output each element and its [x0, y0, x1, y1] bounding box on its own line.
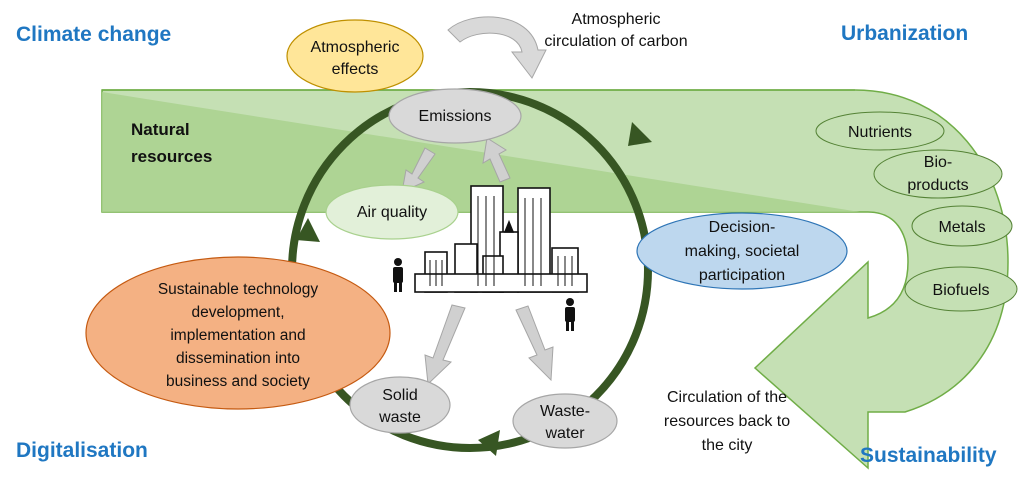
digitalisation-heading: Digitalisation — [16, 439, 148, 462]
nutrients-label: Nutrients — [848, 124, 912, 141]
carbon-circulation-arrow — [447, 16, 547, 79]
circulation-back-label-3: the city — [702, 437, 753, 454]
natural-resources-label-2: resources — [131, 147, 212, 166]
decision-making-label-1: Decision- — [709, 219, 776, 236]
bioproducts-label-2: products — [907, 177, 968, 194]
waste-water-label-1: Waste- — [540, 403, 590, 420]
decision-making-node — [636, 212, 848, 290]
emissions-node — [388, 88, 522, 144]
solid-waste-node — [349, 376, 451, 434]
atmospheric-effects-label-1: Atmospheric — [311, 39, 400, 56]
cycle-arrow-left — [296, 218, 320, 242]
arrow-down-to-solid-waste — [424, 304, 466, 386]
sustainable-tech-label-2: development, — [191, 304, 284, 321]
person-left-icon — [393, 258, 403, 292]
cycle-arrow-bottom — [478, 430, 500, 456]
carbon-circulation-label-2: circulation of carbon — [544, 33, 687, 50]
air-quality-node — [325, 184, 459, 240]
atmospheric-effects-node — [286, 19, 424, 93]
atmospheric-effects-label-2: effects — [332, 61, 379, 78]
circulation-back-label-2: resources back to — [664, 413, 790, 430]
nutrients-node — [815, 111, 945, 151]
sustainability-heading: Sustainability — [860, 444, 997, 467]
decision-making-label-3: participation — [699, 267, 785, 284]
bioproducts-label-1: Bio- — [924, 154, 952, 171]
sustainable-tech-label-4: dissemination into — [176, 350, 300, 367]
emissions-label: Emissions — [419, 108, 492, 125]
arrow-down-to-wastewater — [515, 305, 554, 382]
climate-change-heading: Climate change — [16, 23, 171, 46]
waste-water-node — [512, 393, 618, 449]
sustainable-tech-label-5: business and society — [166, 373, 310, 390]
solid-waste-label-2: waste — [378, 409, 421, 426]
biofuels-node — [904, 266, 1018, 312]
circulation-back-label-1: Circulation of the — [667, 389, 787, 406]
natural-resources-wedge — [102, 90, 860, 212]
air-quality-label: Air quality — [357, 204, 427, 221]
sustainable-tech-label-1: Sustainable technology — [158, 281, 319, 298]
carbon-circulation-label-1: Atmospheric — [572, 11, 661, 28]
person-right-icon — [565, 298, 575, 331]
cycle-arrow-top-right — [628, 122, 652, 146]
solid-waste-label-1: Solid — [382, 387, 418, 404]
metals-node — [911, 205, 1013, 247]
metals-label: Metals — [938, 219, 985, 236]
arrow-up-to-emissions — [482, 137, 511, 183]
sustainable-tech-label-3: implementation and — [170, 327, 305, 344]
urbanization-heading: Urbanization — [841, 22, 968, 45]
natural-resources-label-1: Natural — [131, 120, 190, 139]
biofuels-label: Biofuels — [933, 282, 990, 299]
sustainable-tech-node — [85, 256, 391, 410]
waste-water-label-2: water — [544, 425, 585, 442]
city-skyline-icon — [414, 185, 588, 293]
bioproducts-node — [873, 149, 1003, 199]
decision-making-label-2: making, societal — [685, 243, 800, 260]
